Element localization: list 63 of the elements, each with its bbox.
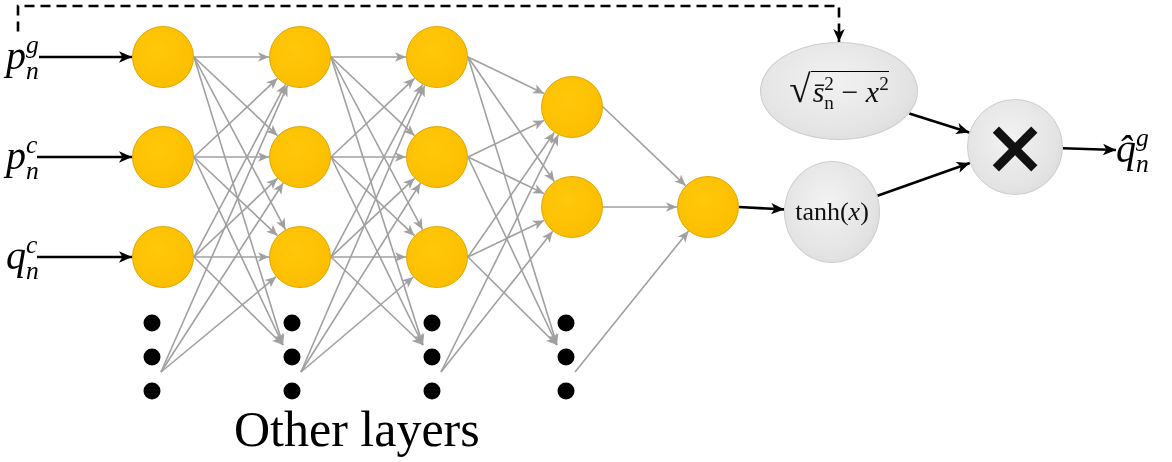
neuron-circle xyxy=(541,176,603,238)
arrow xyxy=(330,152,407,162)
arrow xyxy=(467,156,545,195)
arrow xyxy=(330,83,424,258)
arrow xyxy=(602,106,687,187)
vertical-ellipsis xyxy=(283,314,301,400)
arrow xyxy=(37,151,132,163)
arrow xyxy=(330,56,424,231)
multiply-circle: × xyxy=(967,99,1063,195)
arrow xyxy=(300,84,426,373)
arrow xyxy=(467,119,545,158)
arrow xyxy=(330,156,416,237)
arrow xyxy=(467,56,556,183)
neuron-circle xyxy=(406,126,468,188)
arrow xyxy=(193,83,287,258)
arrow xyxy=(467,219,545,258)
arrow xyxy=(1062,143,1117,156)
arrow xyxy=(574,230,690,373)
function-ellipse: √s̄$_{n}$$^{2}$ − x$^{2}$ xyxy=(760,42,918,140)
arrow xyxy=(39,51,132,63)
arrow xyxy=(193,77,279,158)
arrow xyxy=(193,52,270,62)
arrow xyxy=(193,252,270,262)
arrow xyxy=(160,276,277,373)
arrow xyxy=(193,156,279,237)
arrow xyxy=(330,52,407,62)
arrow xyxy=(330,177,416,258)
arrow xyxy=(908,112,970,134)
function-circle: tanh(x) xyxy=(784,161,880,263)
arrow xyxy=(193,256,284,346)
vertical-ellipsis xyxy=(143,314,161,400)
arrow xyxy=(160,182,284,373)
arrow xyxy=(193,152,270,162)
arrow xyxy=(160,84,289,373)
arrow xyxy=(738,203,785,215)
arrow xyxy=(602,202,678,212)
arrow xyxy=(467,256,558,346)
arrow xyxy=(193,177,279,258)
arrow xyxy=(467,131,556,258)
arrow xyxy=(330,56,416,137)
neuron-circle xyxy=(406,226,468,288)
arrow xyxy=(330,156,424,346)
vertical-ellipsis xyxy=(423,314,441,400)
arrow xyxy=(193,56,279,137)
arrow xyxy=(330,256,424,346)
dashed-arrow xyxy=(16,4,845,42)
arrow xyxy=(193,56,287,231)
arrow xyxy=(440,230,554,373)
neuron-circle xyxy=(406,26,468,88)
vertical-ellipsis xyxy=(557,314,575,400)
arrow xyxy=(467,56,545,95)
arrow xyxy=(330,77,416,158)
neuron-circle xyxy=(269,126,331,188)
arrow xyxy=(440,134,560,373)
arrow xyxy=(330,252,407,262)
arrow xyxy=(193,156,284,346)
arrow xyxy=(300,182,422,373)
neuron-circle xyxy=(677,176,739,238)
arrow xyxy=(37,251,132,263)
arrow xyxy=(300,276,415,373)
arrow xyxy=(877,161,971,198)
neuron-circle xyxy=(269,226,331,288)
arrow xyxy=(467,156,558,346)
